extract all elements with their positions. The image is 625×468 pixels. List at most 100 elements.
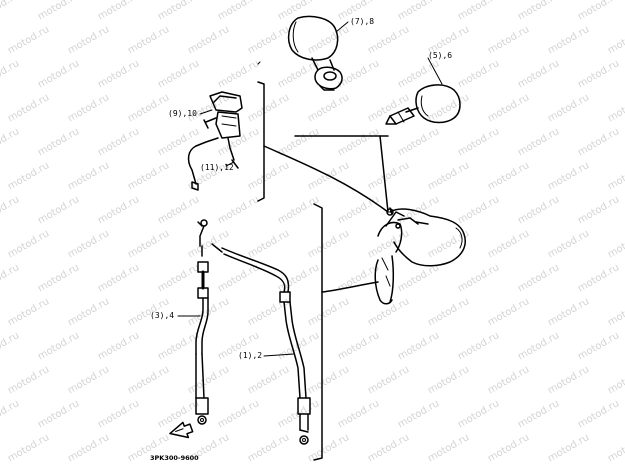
watermark-text: motod.ru bbox=[396, 262, 441, 294]
master-cylinder bbox=[187, 91, 243, 191]
watermark-text: motod.ru bbox=[576, 0, 621, 23]
watermark-text: motod.ru bbox=[456, 194, 501, 226]
watermark-text: motod.ru bbox=[216, 194, 261, 226]
watermark-text: motod.ru bbox=[6, 92, 51, 124]
watermark-text: motod.ru bbox=[516, 398, 561, 430]
watermark-text: motod.ru bbox=[96, 126, 141, 158]
mirror-right bbox=[385, 84, 461, 125]
watermark-text: motod.ru bbox=[426, 432, 471, 464]
watermark-text: motod.ru bbox=[66, 24, 111, 56]
watermark-text: motod.ru bbox=[456, 0, 501, 23]
watermark-text: motod.ru bbox=[216, 0, 261, 23]
watermark-text: motod.ru bbox=[276, 0, 321, 23]
watermark-text: motod.ru bbox=[36, 126, 81, 158]
watermark-text: motod.ru bbox=[396, 126, 441, 158]
mirror-left bbox=[287, 15, 343, 91]
watermark-text: motod.ru bbox=[126, 228, 171, 260]
watermark-text: motod.ru bbox=[216, 126, 261, 158]
watermark-text: motod.ru bbox=[306, 432, 351, 464]
watermark-text: motod.ru bbox=[336, 330, 381, 362]
watermark-text: motod.ru bbox=[0, 330, 21, 362]
watermark-text: motod.ru bbox=[0, 194, 21, 226]
watermark-text: motod.ru bbox=[426, 92, 471, 124]
watermark-text: motod.ru bbox=[156, 262, 201, 294]
watermark-text: motod.ru bbox=[336, 398, 381, 430]
watermark-text: motod.ru bbox=[576, 194, 621, 226]
watermark-text: motod.ru bbox=[516, 194, 561, 226]
watermark-text: motod.ru bbox=[186, 24, 231, 56]
watermark-text: motod.ru bbox=[336, 262, 381, 294]
front-arrow-icon bbox=[169, 421, 194, 439]
leader-upper bbox=[263, 145, 389, 213]
watermark-text: motod.ru bbox=[66, 92, 111, 124]
watermark-text: motod.ru bbox=[96, 58, 141, 90]
watermark-text: motod.ru bbox=[486, 160, 531, 192]
watermark-text: motod.ru bbox=[246, 432, 291, 464]
watermark-text: motod.ru bbox=[606, 24, 625, 56]
watermark-text: motod.ru bbox=[96, 398, 141, 430]
watermark-text: motod.ru bbox=[426, 296, 471, 328]
leader-lower bbox=[321, 281, 379, 293]
watermark-text: motod.ru bbox=[366, 160, 411, 192]
watermark-text: motod.ru bbox=[66, 364, 111, 396]
handlebar-assembly bbox=[374, 207, 466, 305]
watermark-text: motod.ru bbox=[6, 364, 51, 396]
watermark-text: motod.ru bbox=[66, 432, 111, 464]
watermark-text: motod.ru bbox=[96, 194, 141, 226]
watermark-text: motod.ru bbox=[96, 0, 141, 23]
watermark-text: motod.ru bbox=[66, 296, 111, 328]
watermark-text: motod.ru bbox=[576, 58, 621, 90]
watermark-text: motod.ru bbox=[486, 92, 531, 124]
brake-hose-left bbox=[195, 219, 209, 425]
callout-switch: (11),12 bbox=[200, 163, 234, 172]
watermark-text: motod.ru bbox=[246, 92, 291, 124]
watermark-text: motod.ru bbox=[456, 126, 501, 158]
watermark-text: motod.ru bbox=[36, 262, 81, 294]
watermark-text: motod.ru bbox=[456, 398, 501, 430]
watermark-text: motod.ru bbox=[486, 228, 531, 260]
watermark-text: motod.ru bbox=[0, 58, 21, 90]
watermark-text: motod.ru bbox=[546, 24, 591, 56]
watermark-text: motod.ru bbox=[606, 160, 625, 192]
watermark-text: motod.ru bbox=[486, 364, 531, 396]
watermark-text: motod.ru bbox=[6, 24, 51, 56]
watermark-text: motod.ru bbox=[126, 92, 171, 124]
watermark-text: motod.ru bbox=[516, 58, 561, 90]
watermark-text: motod.ru bbox=[396, 330, 441, 362]
watermark-text: motod.ru bbox=[456, 262, 501, 294]
watermark-text: motod.ru bbox=[516, 126, 561, 158]
watermark-text: motod.ru bbox=[546, 432, 591, 464]
watermark-text: motod.ru bbox=[576, 262, 621, 294]
watermark-text: motod.ru bbox=[336, 58, 381, 90]
watermark-text: motod.ru bbox=[546, 228, 591, 260]
watermark-text: motod.ru bbox=[0, 398, 21, 430]
watermark-text: motod.ru bbox=[576, 126, 621, 158]
watermark-text: motod.ru bbox=[306, 296, 351, 328]
watermark-text: motod.ru bbox=[606, 92, 625, 124]
watermark-text: motod.ru bbox=[546, 160, 591, 192]
watermark-text: motod.ru bbox=[36, 194, 81, 226]
watermark-text: motod.ru bbox=[576, 330, 621, 362]
watermark-text: motod.ru bbox=[486, 296, 531, 328]
callout-mirror-left: (7),8 bbox=[350, 17, 374, 26]
leader-mirror bbox=[379, 135, 389, 213]
watermark-text: motod.ru bbox=[36, 330, 81, 362]
watermark-text: motod.ru bbox=[606, 364, 625, 396]
watermark-text: motod.ru bbox=[246, 228, 291, 260]
watermark-text: motod.ru bbox=[0, 262, 21, 294]
watermark-text: motod.ru bbox=[6, 228, 51, 260]
watermark-text: motod.ru bbox=[426, 364, 471, 396]
watermark-text: motod.ru bbox=[66, 228, 111, 260]
watermark-text: motod.ru bbox=[306, 364, 351, 396]
watermark-text: motod.ru bbox=[6, 296, 51, 328]
watermark-text: motod.ru bbox=[156, 126, 201, 158]
watermark-text: motod.ru bbox=[366, 296, 411, 328]
watermark-text: motod.ru bbox=[306, 24, 351, 56]
watermark-text: motod.ru bbox=[0, 126, 21, 158]
watermark-text: motod.ru bbox=[336, 126, 381, 158]
watermark-text: motod.ru bbox=[186, 228, 231, 260]
watermark-text: motod.ru bbox=[546, 92, 591, 124]
watermark-text: motod.ru bbox=[606, 296, 625, 328]
